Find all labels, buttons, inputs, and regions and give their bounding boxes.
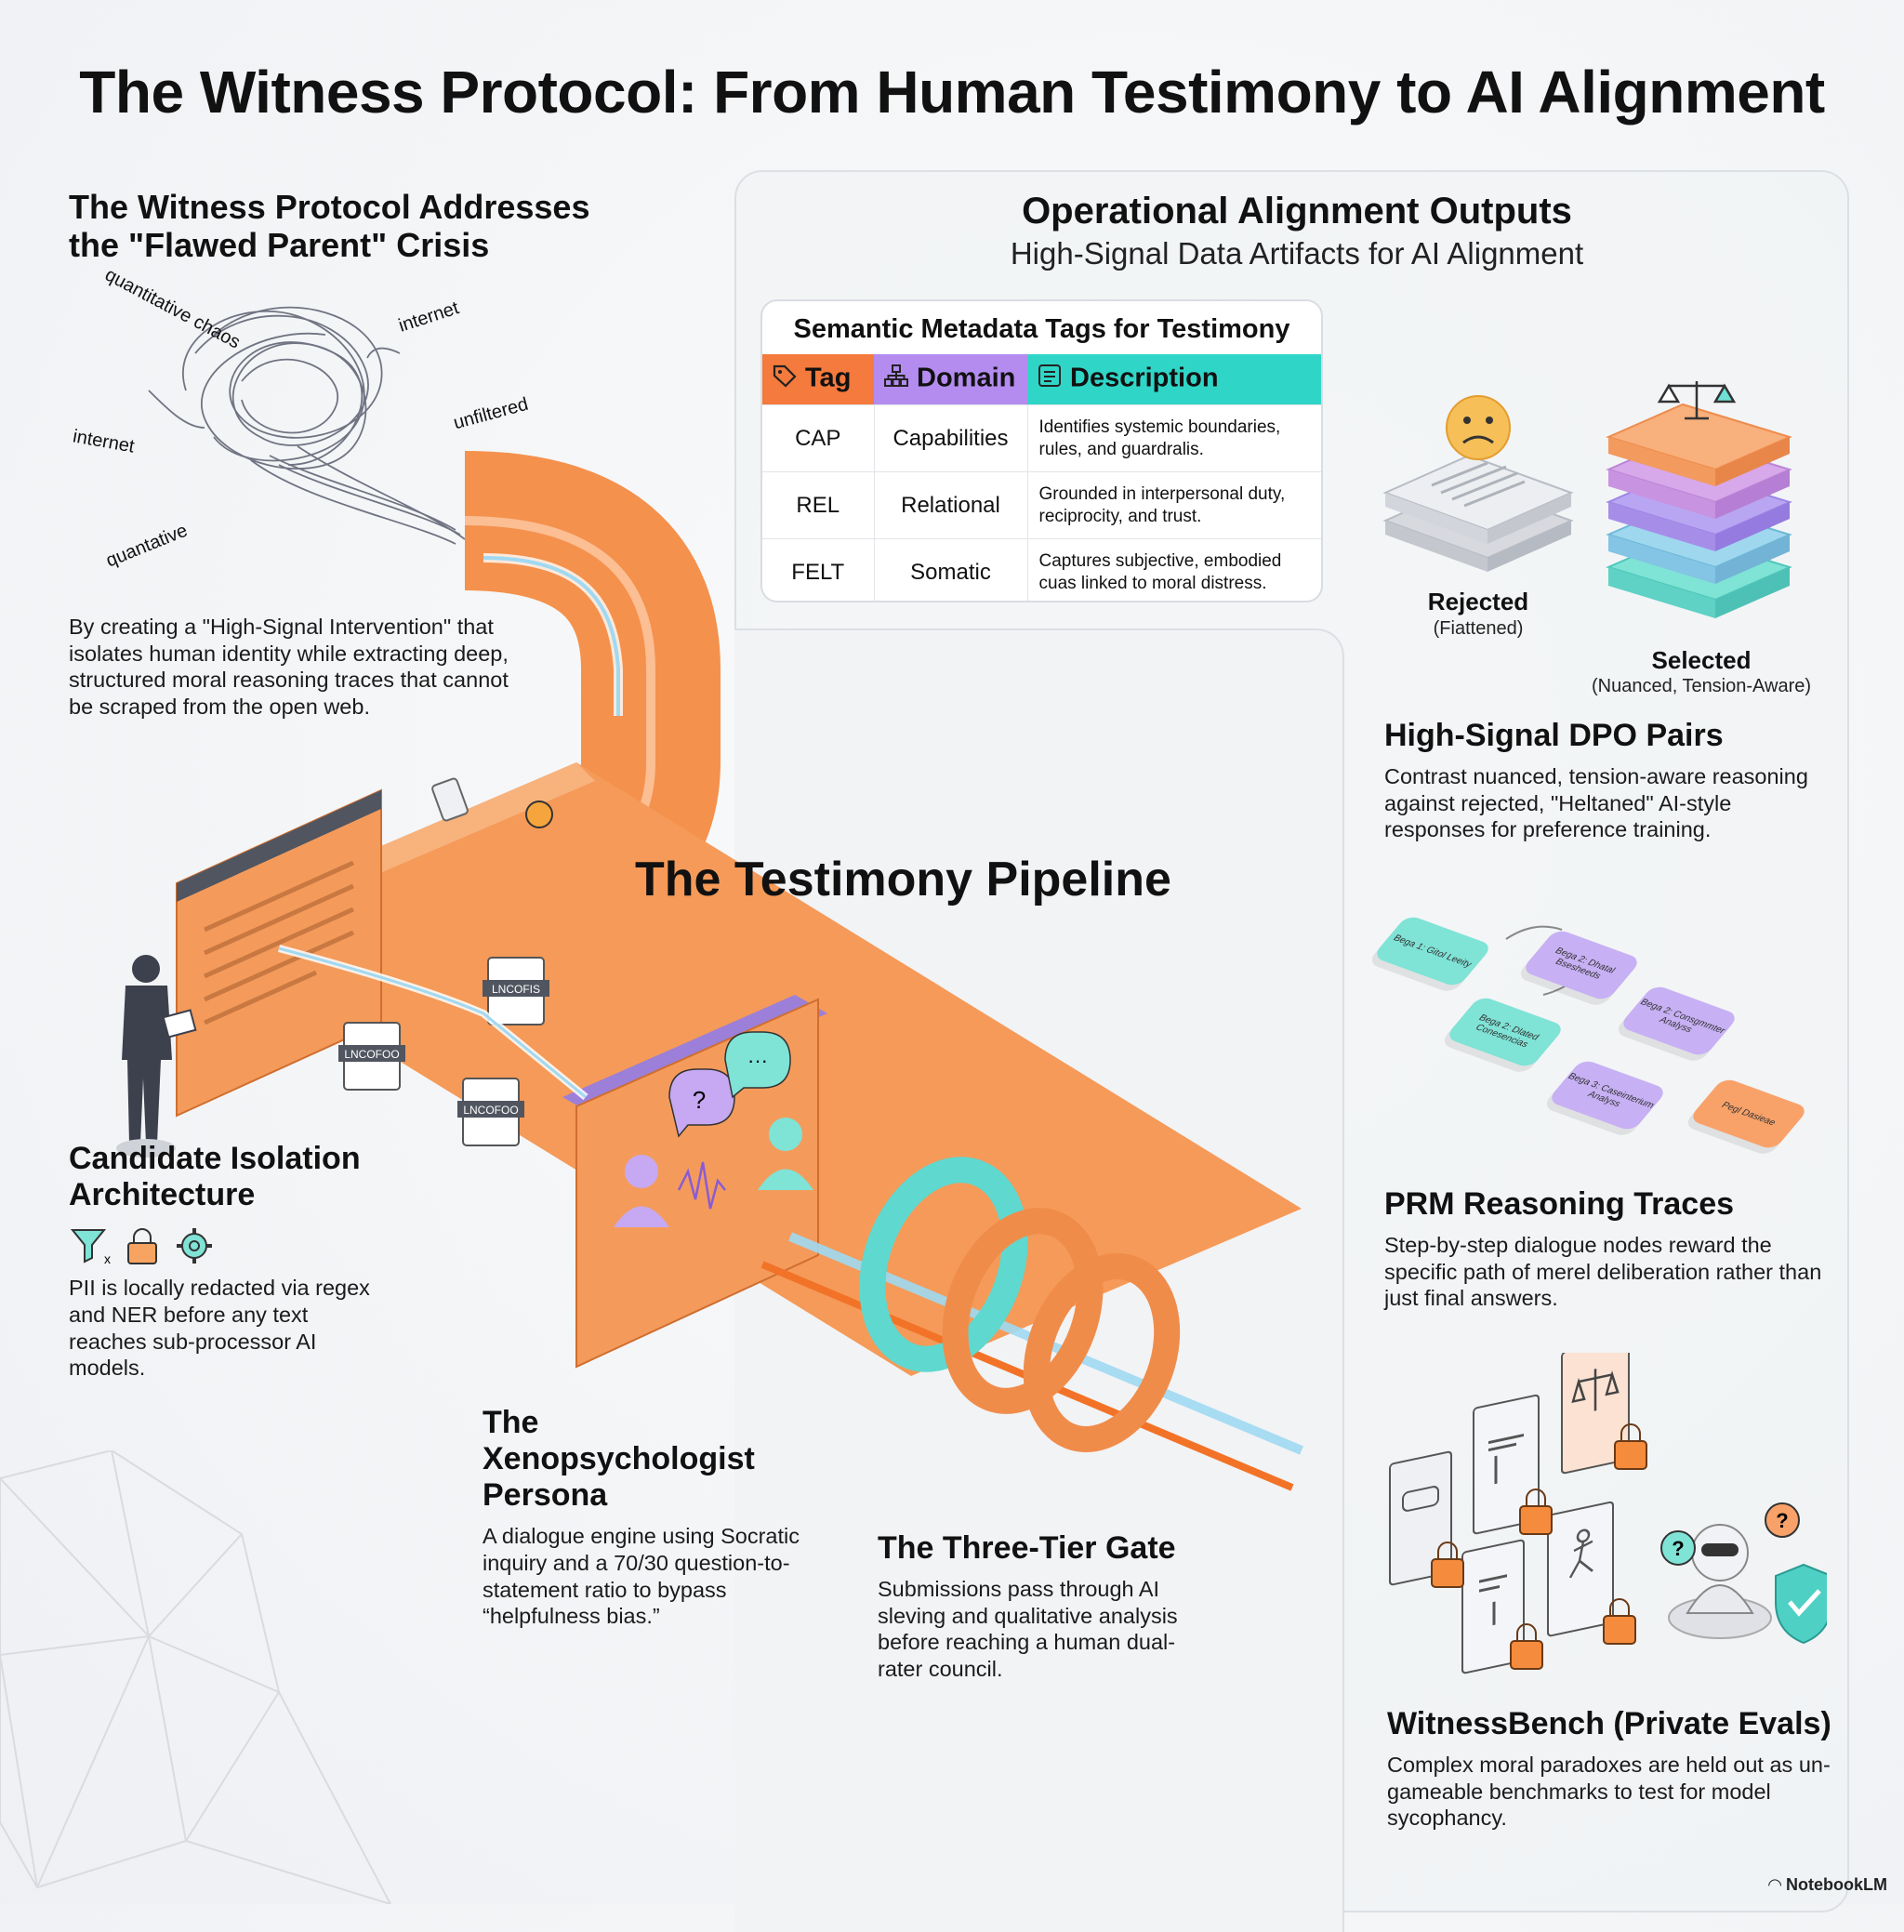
- ops-title: Operational Alignment Outputs: [1022, 191, 1572, 232]
- xeno-body: A dialogue engine using Socratic inquiry…: [483, 1524, 800, 1629]
- svg-text:x: x: [104, 1251, 111, 1266]
- witnessbench-section: WitnessBench (Private Evals) Complex mor…: [1387, 1706, 1833, 1832]
- witnessbench-title: WitnessBench (Private Evals): [1387, 1706, 1831, 1741]
- flawed-parent-section: The Witness Protocol Addresses the "Flaw…: [69, 188, 627, 265]
- header-description: Description: [1027, 354, 1321, 405]
- selected-stack: [1606, 403, 1792, 618]
- cell-domain: Somatic: [873, 538, 1027, 601]
- gate-body: Submissions pass through AI sleving and …: [878, 1577, 1178, 1682]
- three-tier-gate-rings: [859, 1157, 1181, 1452]
- sad-face-icon: [1446, 395, 1511, 460]
- dpo-pair-illustration: [1382, 381, 1792, 618]
- candidate-section: Candidate Isolation Architecture x PII i…: [69, 1141, 385, 1382]
- dpo-title: High-Signal DPO Pairs: [1384, 718, 1724, 753]
- header-tag: Tag: [762, 354, 874, 405]
- document-icons: LNCOFIS LNCOFOO LNCOFOO: [338, 957, 549, 1146]
- witnessbench-body: Complex moral paradoxes are held out as …: [1387, 1753, 1831, 1831]
- gear-icon: [177, 1228, 212, 1264]
- cell-description: Grounded in interpersonal duty, reciproc…: [1026, 471, 1321, 539]
- browser-window-icon: [176, 788, 382, 1118]
- svg-text:?: ?: [693, 1086, 706, 1114]
- candidate-body: PII is locally redacted via regex and NE…: [69, 1276, 370, 1381]
- prm-body: Step-by-step dialogue nodes reward the s…: [1384, 1233, 1822, 1311]
- shield-check-icon: [1775, 1563, 1827, 1645]
- metadata-table-title: Semantic Metadata Tags for Testimony: [793, 314, 1290, 344]
- pipeline-title: The Testimony Pipeline: [635, 853, 1171, 906]
- lock-icon: [127, 1228, 157, 1265]
- table-row: REL Relational Grounded in interpersonal…: [762, 471, 1321, 539]
- dpo-body: Contrast nuanced, tension-aware reasonin…: [1384, 764, 1808, 842]
- prm-node-graph: Bega 1: Gitol Leeity Bega 2: Dhatal Bses…: [1371, 902, 1822, 1181]
- gate-title: The Three-Tier Gate: [878, 1530, 1176, 1566]
- notebooklm-credit: ◠ NotebookLM: [1768, 1875, 1887, 1894]
- document-lines-icon: [1037, 363, 1063, 396]
- candidate-title: Candidate Isolation Architecture: [69, 1141, 361, 1213]
- prm-title: PRM Reasoning Traces: [1384, 1186, 1735, 1222]
- robot-icon: [1668, 1524, 1772, 1639]
- dpo-section: High-Signal DPO Pairs Contrast nuanced, …: [1384, 718, 1831, 843]
- svg-text:LNCOFIS: LNCOFIS: [492, 983, 540, 996]
- gate-section: The Three-Tier Gate Submissions pass thr…: [878, 1530, 1212, 1683]
- xeno-title: The Xenopsychologist Persona: [483, 1405, 755, 1514]
- candidate-icons: x: [69, 1224, 385, 1267]
- geodesic-decoration: [0, 1450, 391, 1904]
- cell-tag: FELT: [762, 538, 874, 601]
- person-icon: [116, 955, 197, 1158]
- metadata-table-card: Semantic Metadata Tags for Testimony Tag…: [760, 299, 1323, 602]
- filter-icon: x: [70, 1229, 111, 1266]
- scales-icon: [1657, 381, 1737, 420]
- table-row: CAP Capabilities Identifies systemic bou…: [762, 404, 1321, 472]
- metadata-table: Tag Domain Description CAP Capabilities …: [762, 354, 1321, 601]
- ops-subtitle: High-Signal Data Artifacts for AI Alignm…: [1010, 236, 1584, 271]
- svg-text:LNCOFOO: LNCOFOO: [344, 1048, 399, 1061]
- flawed-parent-title: The Witness Protocol Addresses the "Flaw…: [69, 188, 590, 265]
- clipboard-icon: [431, 777, 469, 822]
- dialogue-panel-icon: ? ···: [562, 995, 827, 1369]
- locked-document-icons: [1389, 1353, 1647, 1674]
- xeno-section: The Xenopsychologist Persona A dialogue …: [483, 1405, 817, 1630]
- cell-domain: Relational: [873, 471, 1027, 539]
- header-domain: Domain: [874, 354, 1027, 405]
- hierarchy-icon: [883, 363, 909, 396]
- testimony-pipeline-illustration: LNCOFIS LNCOFOO LNCOFOO ? ···: [116, 306, 1303, 1491]
- question-bubble-icon: ? ?: [1660, 1502, 1800, 1566]
- table-row: FELT Somatic Captures subjective, embodi…: [762, 538, 1321, 601]
- chat-badge-icon: [525, 801, 553, 828]
- page-title: The Witness Protocol: From Human Testimo…: [79, 59, 1825, 126]
- rejected-label: Rejected: [1427, 588, 1529, 615]
- rejected-stack: [1382, 454, 1574, 572]
- tag-icon: [772, 363, 798, 396]
- svg-text:?: ?: [1776, 1509, 1788, 1532]
- cell-description: Captures subjective, embodied cuas linke…: [1026, 538, 1321, 601]
- cell-domain: Capabilities: [873, 404, 1027, 472]
- cell-description: Identifies systemic boundaries, rules, a…: [1026, 404, 1321, 472]
- svg-text:···: ···: [747, 1049, 768, 1072]
- cell-tag: REL: [762, 471, 874, 539]
- selected-sublabel: (Nuanced, Tension-Aware): [1591, 676, 1812, 696]
- witnessbench-illustration: ? ?: [1389, 1353, 1827, 1674]
- selected-label: Selected: [1651, 646, 1752, 674]
- notebooklm-logo-icon: ◠: [1768, 1875, 1787, 1894]
- svg-text:?: ?: [1672, 1537, 1684, 1560]
- cell-tag: CAP: [762, 404, 874, 472]
- rejected-sublabel: (Fiattened): [1433, 618, 1524, 639]
- prm-section: PRM Reasoning Traces Step-by-step dialog…: [1384, 1186, 1831, 1312]
- svg-text:LNCOFOO: LNCOFOO: [463, 1104, 518, 1117]
- tangled-lines-icon: [148, 306, 466, 545]
- flawed-parent-body: By creating a "High-Signal Intervention"…: [69, 615, 509, 719]
